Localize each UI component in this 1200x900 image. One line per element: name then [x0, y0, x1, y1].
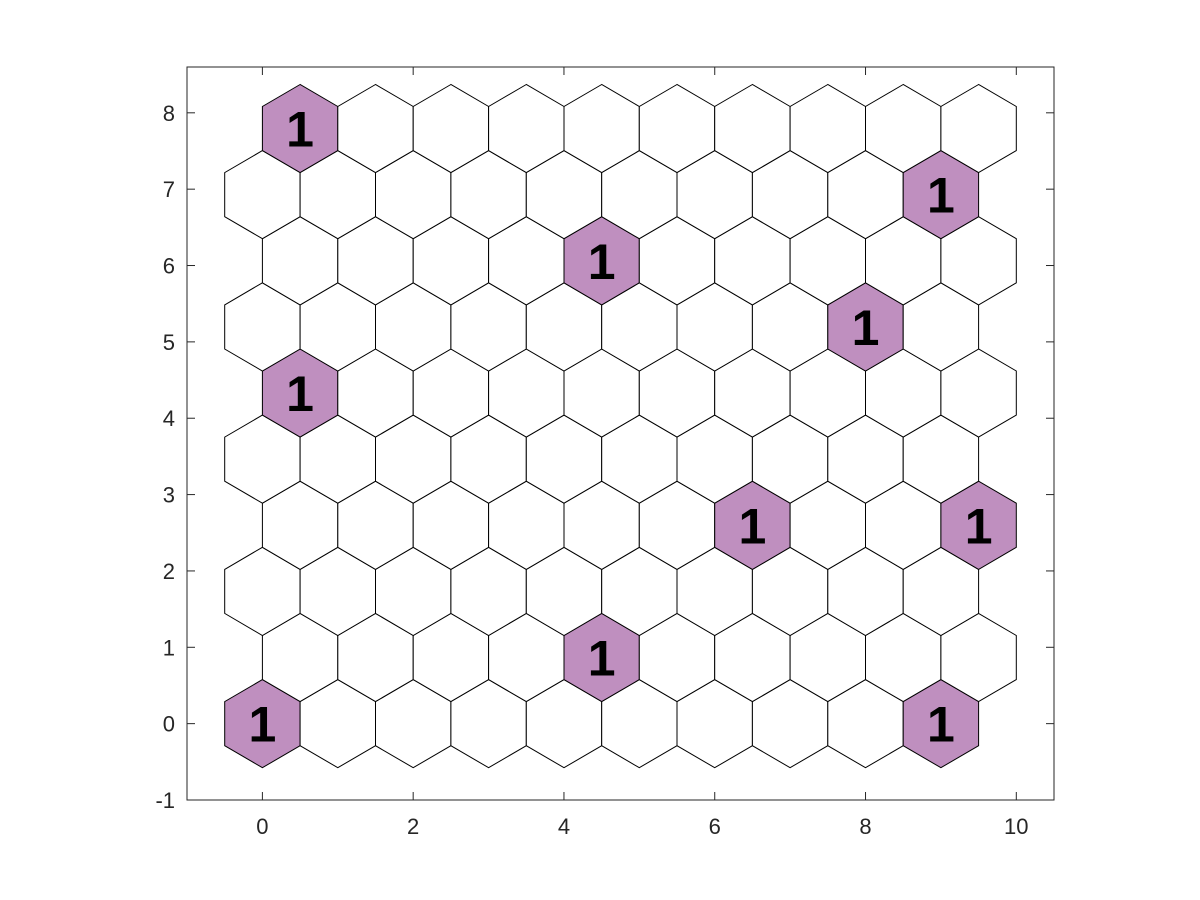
- x-tick-label: 6: [709, 814, 721, 839]
- cell-value-label: 1: [927, 697, 955, 753]
- y-tick-label: 3: [163, 483, 175, 508]
- cell-value-label: 1: [927, 168, 955, 224]
- y-tick-label: 5: [163, 330, 175, 355]
- x-tick-label: 10: [1004, 814, 1028, 839]
- y-tick-label: 7: [163, 177, 175, 202]
- cell-value-label: 1: [286, 366, 314, 422]
- x-tick-label: 4: [558, 814, 570, 839]
- cell-value-label: 1: [248, 697, 276, 753]
- x-tick-label: 8: [859, 814, 871, 839]
- y-tick-label: 1: [163, 635, 175, 660]
- y-tick-label: 0: [163, 712, 175, 737]
- cell-value-label: 1: [286, 102, 314, 158]
- y-tick-label: 2: [163, 559, 175, 584]
- cell-value-label: 1: [588, 234, 616, 290]
- cell-value-label: 1: [852, 300, 880, 356]
- hex-cells: [224, 83, 1017, 769]
- y-axis: -1 0 1 2 3 4 5 6 7 8: [155, 101, 1054, 813]
- hex-cell: [940, 83, 1017, 174]
- x-tick-label: 2: [407, 814, 419, 839]
- x-tick-label: 0: [256, 814, 268, 839]
- y-tick-label: 4: [163, 406, 175, 431]
- y-tick-label: 8: [163, 101, 175, 126]
- cell-value-label: 1: [588, 631, 616, 687]
- cell-value-label: 1: [965, 498, 993, 554]
- cell-labels: 1 1 1 1 1 1 1 1 1 1: [248, 102, 992, 753]
- x-axis: 0 2 4 6 8 10: [256, 67, 1029, 839]
- cell-value-label: 1: [739, 498, 767, 554]
- y-tick-label: 6: [163, 254, 175, 279]
- y-tick-label: -1: [155, 788, 175, 813]
